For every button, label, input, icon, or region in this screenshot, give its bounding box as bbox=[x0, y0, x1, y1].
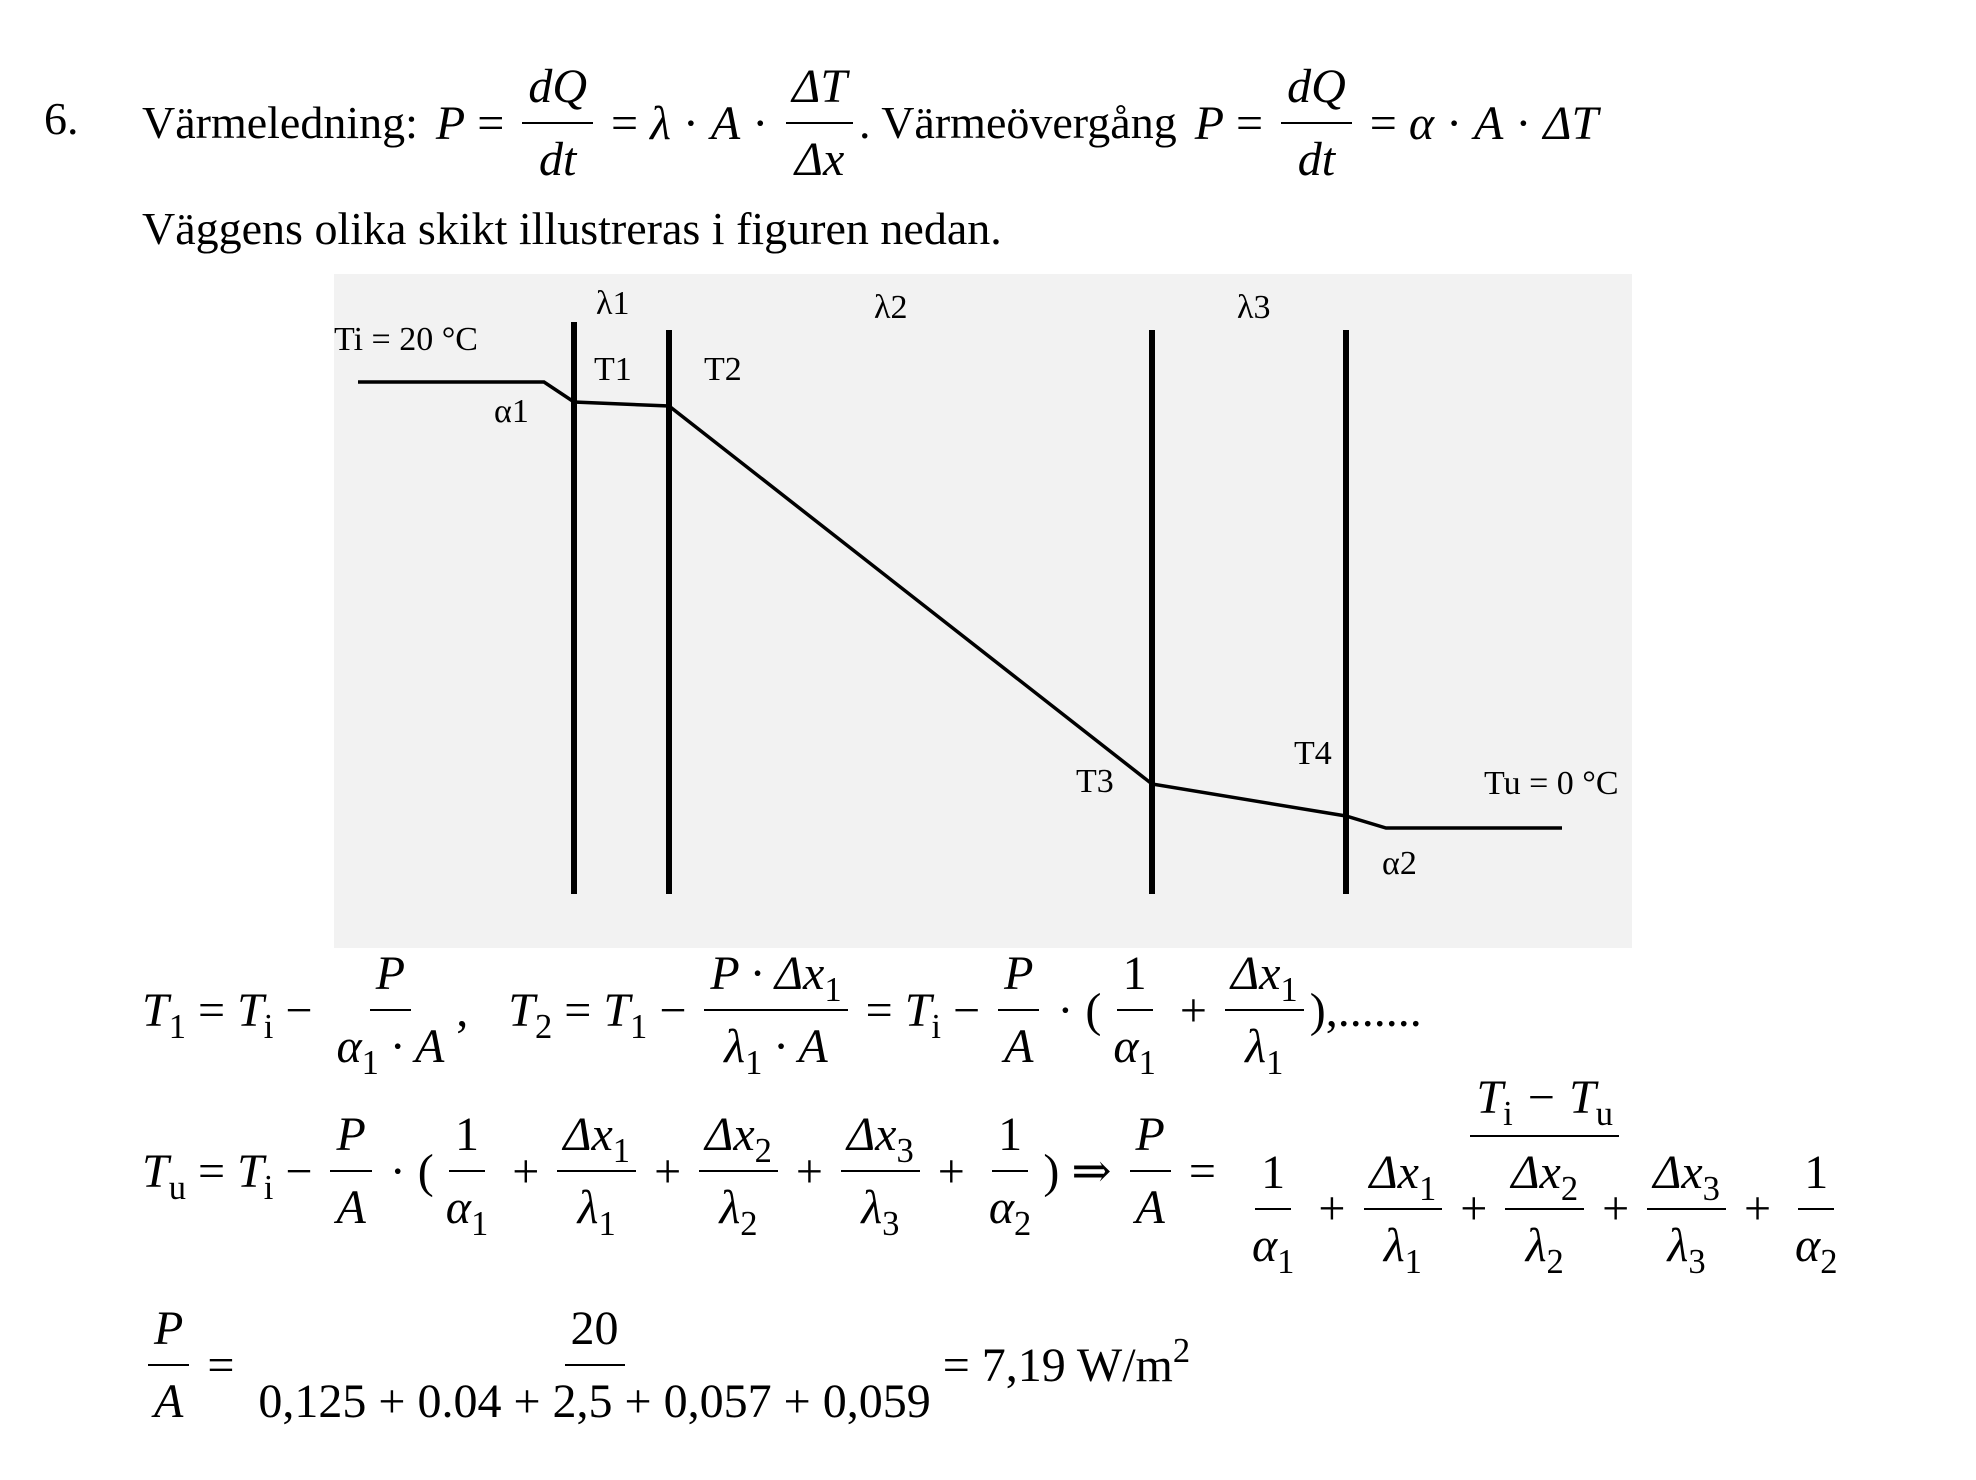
conduction-label: Värmeledning: bbox=[142, 97, 418, 148]
numerical-fraction: 20 0,125 + 0.04 + 2,5 + 0,057 + 0,059 bbox=[258, 1302, 931, 1428]
transfer-label: . Värmeövergång bbox=[859, 97, 1177, 148]
label-t2: T2 bbox=[704, 351, 742, 388]
figure-background bbox=[334, 274, 1632, 948]
label-alpha1: α1 bbox=[494, 393, 529, 430]
temperature-profile bbox=[358, 380, 1562, 830]
numerical-result: = 7,19 W/m2 bbox=[942, 1331, 1191, 1392]
wall-layers-figure: Ti = 20 °C λ1 λ2 λ3 T1 T2 α1 T3 T4 Tu = … bbox=[334, 274, 1632, 948]
symbol-p: P bbox=[435, 96, 466, 150]
label-t3: T3 bbox=[1076, 763, 1114, 800]
label-alpha2: α2 bbox=[1382, 845, 1417, 882]
intro-text: Väggens olika skikt illustreras i figure… bbox=[142, 203, 1002, 254]
label-lambda2: λ2 bbox=[874, 289, 908, 326]
label-t4: T4 bbox=[1294, 735, 1332, 772]
label-tu: Tu = 0 °C bbox=[1484, 765, 1619, 802]
label-t1: T1 bbox=[594, 351, 632, 388]
continuation-dots: ),....... bbox=[1309, 983, 1422, 1037]
problem-number: 6. bbox=[44, 93, 79, 144]
label-lambda3: λ3 bbox=[1237, 289, 1271, 326]
label-lambda1: λ1 bbox=[596, 285, 630, 322]
label-ti: Ti = 20 °C bbox=[334, 321, 478, 358]
